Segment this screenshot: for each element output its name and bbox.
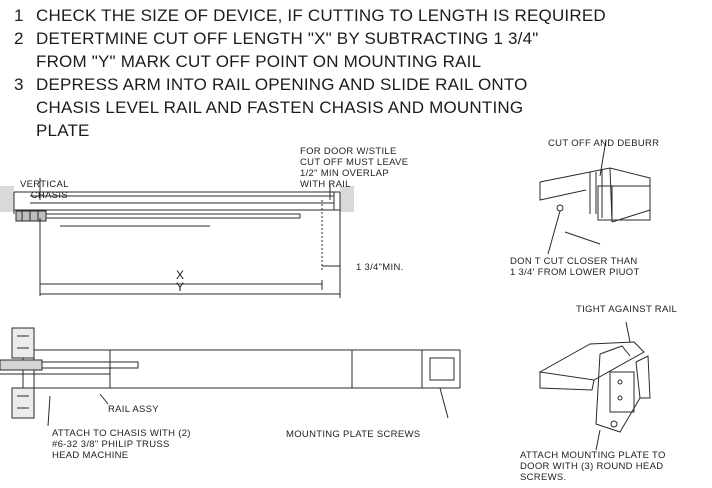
step-text: DETERTMINE CUT OFF LENGTH "X" BY SUBTRAC… [36,29,539,48]
door-stile-note: FOR DOOR W/STILE CUT OFF MUST LEAVE 1/2"… [300,146,409,190]
x-dimension-label: X [176,268,185,282]
tight-rail-label: TIGHT AGAINST RAIL [576,304,678,315]
step-text: CHECK THE SIZE OF DEVICE, IF CUTTING TO … [36,6,606,25]
step-2: 2 DETERTMINE CUT OFF LENGTH "X" BY SUBTR… [14,27,712,73]
step-text: PLATE [36,121,90,140]
top-rail-assembly [0,178,354,298]
step-text: FROM "Y" MARK CUT OFF POINT ON MOUNTING … [36,52,482,71]
attach-chasis-note: ATTACH TO CHASIS WITH (2) #6-32 3/8" PHI… [52,428,191,461]
step-3: 3 DEPRESS ARM INTO RAIL OPENING AND SLID… [14,73,712,142]
dont-cut-note: DON T CUT CLOSER THAN 1 3/4' FROM LOWER … [510,256,640,278]
mounting-plate-detail [538,321,651,451]
min-dimension-label: 1 3/4"MIN. [356,262,404,273]
bottom-rail-assembly [0,327,461,427]
rail-assy-label: RAIL ASSY [108,404,159,415]
step-text: CHASIS LEVEL RAIL AND FASTEN CHASIS AND … [36,98,524,117]
step-number: 3 [14,75,24,94]
cut-off-detail [539,139,651,255]
y-dimension-label: Y [176,280,185,294]
instruction-steps: 1 CHECK THE SIZE OF DEVICE, IF CUTTING T… [14,4,712,142]
step-number: 2 [14,29,24,48]
vertical-chasis-label: VERTICAL CHASIS [20,179,69,201]
cut-deburr-label: CUT OFF AND DEBURR [548,138,660,149]
step-number: 1 [14,6,24,25]
step-1: 1 CHECK THE SIZE OF DEVICE, IF CUTTING T… [14,4,712,27]
step-text: DEPRESS ARM INTO RAIL OPENING AND SLIDE … [36,75,528,94]
mounting-screws-label: MOUNTING PLATE SCREWS [286,429,421,440]
attach-plate-note: ATTACH MOUNTING PLATE TO DOOR WITH (3) R… [520,450,666,483]
